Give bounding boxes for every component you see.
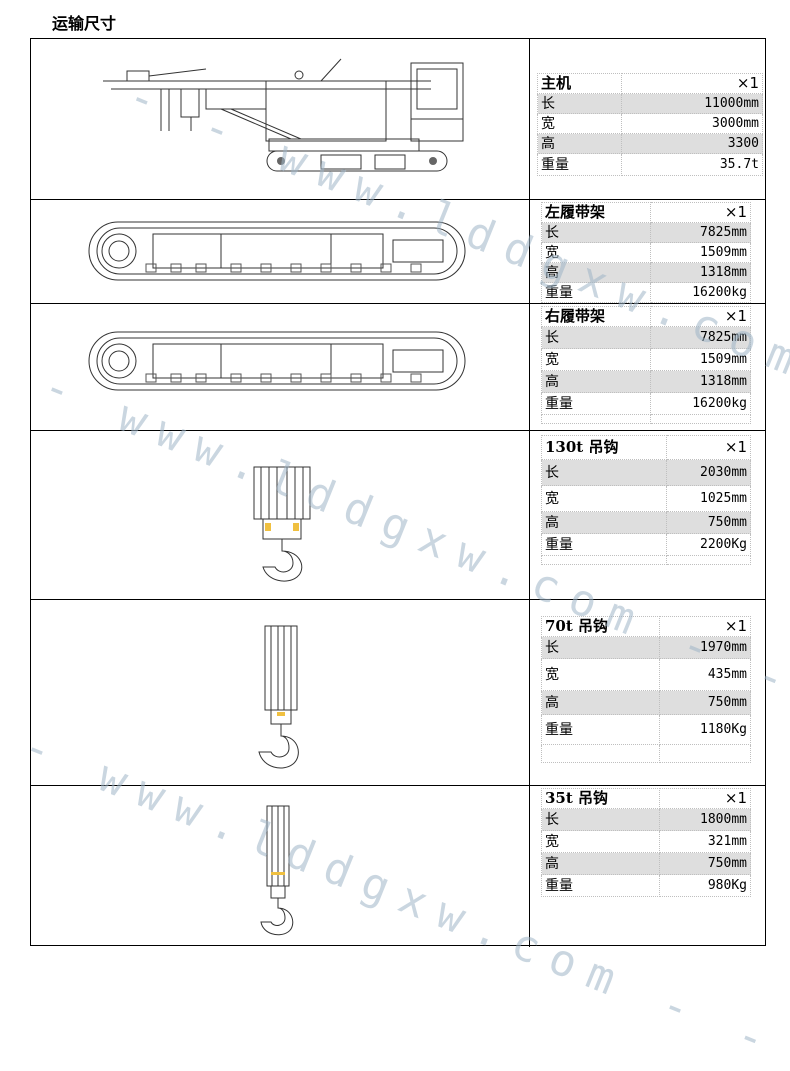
length-label: 长 <box>540 636 661 659</box>
width-label: 宽 <box>541 242 651 263</box>
height-value: 750mm <box>666 511 751 534</box>
section-qty: ×1 <box>659 788 751 809</box>
section-name: 130t 吊钩 <box>540 435 668 460</box>
section-qty: ×1 <box>649 306 752 327</box>
hook-130t-drawing <box>31 431 530 599</box>
height-label: 高 <box>541 370 651 393</box>
weight-value: 1180Kg <box>659 714 751 745</box>
right-track-frame-illustration <box>88 331 466 391</box>
height-value: 1318mm <box>649 262 752 283</box>
weight-value: 35.7t <box>621 153 763 176</box>
weight-value: 2200Kg <box>666 533 751 556</box>
length-label: 长 <box>541 222 651 243</box>
main-machine-drawing <box>31 39 530 199</box>
section-qty: ×1 <box>649 202 752 223</box>
weight-label: 重量 <box>540 714 661 745</box>
width-value: 3000mm <box>621 113 763 134</box>
width-value: 435mm <box>659 658 751 691</box>
length-label: 长 <box>541 326 651 349</box>
left-track-frame-illustration <box>88 221 466 281</box>
section-name: 35t 吊钩 <box>540 788 661 809</box>
length-value: 11000mm <box>621 93 763 114</box>
weight-value: 16200kg <box>649 392 752 415</box>
section-name: 右履带架 <box>541 306 651 327</box>
width-label: 宽 <box>541 348 651 371</box>
weight-value: 16200kg <box>649 282 752 303</box>
width-value: 1025mm <box>666 485 751 512</box>
width-value: 1509mm <box>649 242 752 263</box>
length-value: 7825mm <box>649 326 752 349</box>
section-qty: ×1 <box>659 616 751 637</box>
width-label: 宽 <box>540 658 661 691</box>
height-label: 高 <box>540 690 661 715</box>
main-machine-illustration <box>103 58 464 172</box>
hook-70t-drawing <box>31 600 530 785</box>
weight-label: 重量 <box>540 533 668 556</box>
length-value: 1970mm <box>659 636 751 659</box>
weight-value: 980Kg <box>659 874 751 897</box>
length-value: 2030mm <box>666 459 751 486</box>
right-track-frame-drawing <box>31 304 530 430</box>
weight-label: 重量 <box>536 153 623 176</box>
height-label: 高 <box>541 262 651 283</box>
page-title: 运输尺寸 <box>52 14 117 33</box>
weight-label: 重量 <box>541 392 651 415</box>
weight-label: 重量 <box>540 874 661 897</box>
height-value: 750mm <box>659 852 751 875</box>
height-label: 高 <box>540 511 668 534</box>
length-label: 长 <box>540 808 661 831</box>
left-track-frame-drawing <box>31 200 530 303</box>
height-label: 高 <box>540 852 661 875</box>
section-name: 70t 吊钩 <box>540 616 661 637</box>
length-value: 1800mm <box>659 808 751 831</box>
width-value: 1509mm <box>649 348 752 371</box>
hook-70t-illustration <box>258 625 299 769</box>
width-label: 宽 <box>540 830 661 853</box>
height-value: 1318mm <box>649 370 752 393</box>
hook-35t-drawing <box>31 786 530 947</box>
hook-130t-illustration <box>253 466 311 582</box>
section-name: 主机 <box>536 73 623 94</box>
height-value: 750mm <box>659 690 751 715</box>
width-label: 宽 <box>540 485 668 512</box>
length-value: 7825mm <box>649 222 752 243</box>
height-value: 3300 <box>621 133 763 154</box>
width-label: 宽 <box>536 113 623 134</box>
height-label: 高 <box>536 133 623 154</box>
weight-label: 重量 <box>541 282 651 303</box>
section-qty: ×1 <box>666 435 751 460</box>
width-value: 321mm <box>659 830 751 853</box>
section-qty: ×1 <box>621 73 763 94</box>
length-label: 长 <box>540 459 668 486</box>
hook-35t-illustration <box>260 805 294 936</box>
length-label: 长 <box>536 93 623 114</box>
section-name: 左履带架 <box>541 202 651 223</box>
